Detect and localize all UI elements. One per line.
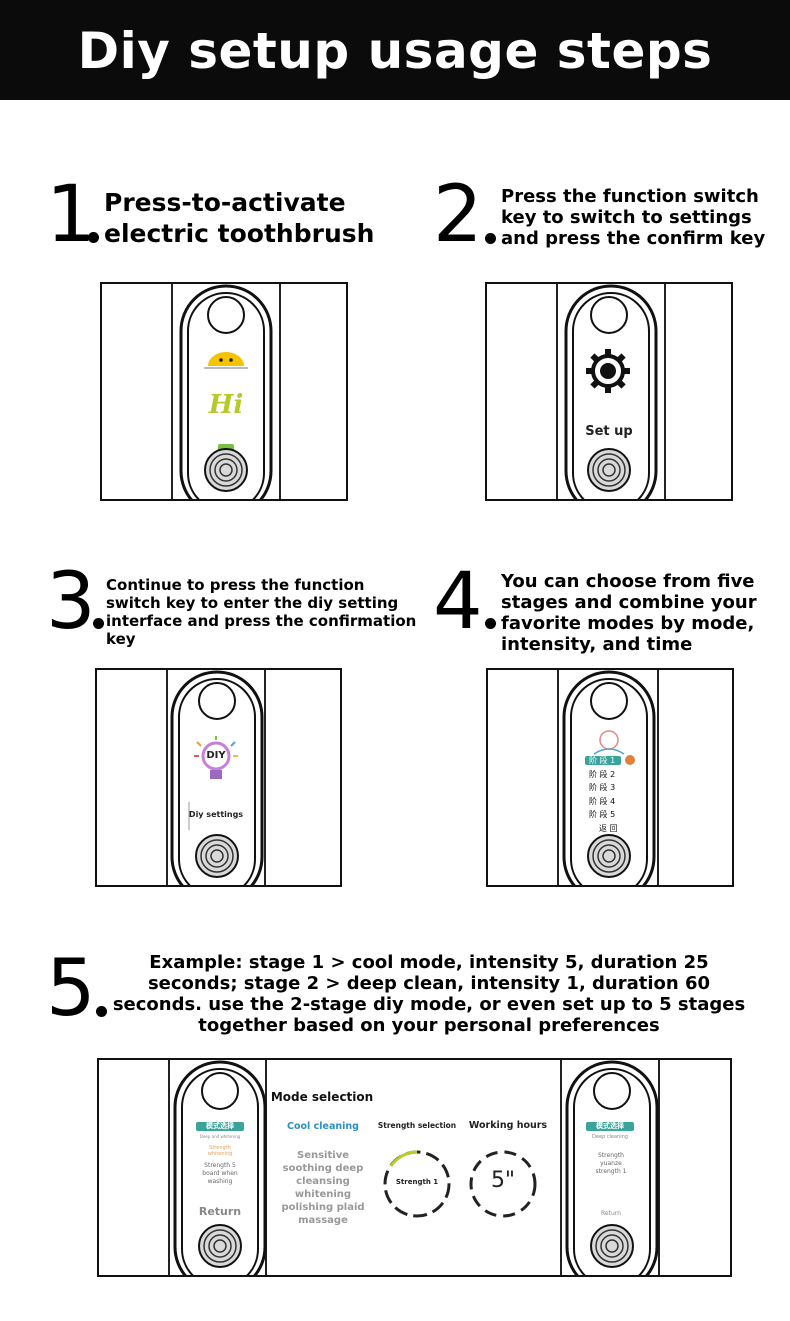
step-1-number: 1	[46, 170, 96, 260]
toothbrush-handle-illustration	[557, 670, 659, 885]
mode-list: Sensitive soothing deep cleansing whiten…	[277, 1149, 369, 1227]
stage-list: 阶 段 1 阶 段 2 阶 段 3 阶 段 4 阶 段 5 返 回	[586, 754, 636, 835]
step-2-number: 2	[433, 170, 483, 260]
strength-selection-title: Strength selection	[377, 1121, 457, 1130]
right-mode-sub: Deep cleaning	[592, 1134, 628, 1140]
step-5-number: 5	[46, 944, 96, 1034]
lightbulb-icon	[194, 736, 238, 779]
mode-option[interactable]: Sensitive	[297, 1150, 349, 1161]
mode-selection-title: Mode selection	[270, 1090, 374, 1104]
setup-label: Set up	[585, 424, 633, 439]
left-strength-text: Strength 5 board when washing	[202, 1162, 238, 1185]
header-banner: Diy setup usage steps	[0, 0, 790, 100]
left-return-button[interactable]: Return	[198, 1205, 242, 1218]
stage-back[interactable]: 返 回	[599, 823, 618, 833]
mode-example-illustration	[168, 1060, 660, 1275]
step-4-text: You can choose from five stages and comb…	[501, 571, 757, 655]
right-mode-header: 模式选择	[596, 1122, 624, 1130]
right-return-button[interactable]: Return	[601, 1210, 621, 1217]
mode-option[interactable]: massage	[298, 1215, 348, 1226]
stage-item-5[interactable]: 阶 段 5	[589, 810, 616, 819]
step-4-number: 4	[433, 557, 483, 647]
diy-badge: DIY	[206, 750, 226, 761]
working-hours-value[interactable]: 5"	[490, 1168, 516, 1193]
diy-settings-label: Diy settings	[188, 810, 244, 819]
mode-option[interactable]: polishing plaid	[281, 1202, 365, 1213]
panel-power-on: Hi	[100, 282, 348, 501]
left-mode-header: 模式选择	[206, 1122, 234, 1130]
gear-icon	[586, 349, 630, 393]
step-5-dot	[96, 1006, 107, 1017]
timer-dial	[469, 1150, 537, 1218]
strength-dial	[383, 1150, 451, 1218]
toothbrush-handle-illustration	[171, 284, 281, 499]
step-2-text: Press the function switch key to switch …	[501, 186, 766, 249]
strength-value[interactable]: Strength 1	[395, 1178, 439, 1186]
left-mode-sub: Deep and whitening	[199, 1134, 241, 1139]
step-2-dot	[485, 233, 496, 244]
toothbrush-handle-illustration	[556, 284, 666, 499]
panel-setup: Set up	[485, 282, 733, 501]
stage-item-1[interactable]: 阶 段 1	[589, 756, 616, 765]
step-3-text: Continue to press the function switch ke…	[106, 576, 417, 648]
step-3-number: 3	[46, 557, 96, 647]
mode-selected[interactable]: Cool cleaning	[287, 1121, 359, 1132]
panel-mode-example: 模式选择 Deep and whitening Strength whiteni…	[97, 1058, 732, 1277]
step-5-text: Example: stage 1 > cool mode, intensity …	[112, 952, 746, 1036]
step-3-dot	[93, 618, 104, 629]
step-4-dot	[485, 618, 496, 629]
mode-option[interactable]: soothing deep	[282, 1163, 364, 1174]
left-faint-text: Strength whitening	[207, 1145, 233, 1157]
step-1-text: Press-to-activate electric toothbrush	[104, 188, 375, 248]
mode-option[interactable]: cleansing	[296, 1176, 350, 1187]
panel-diy-settings: DIY Diy settings	[95, 668, 342, 887]
step-1-dot	[88, 232, 99, 243]
mode-option[interactable]: whitening	[294, 1189, 352, 1200]
toothbrush-handle-illustration	[166, 670, 266, 885]
working-hours-title: Working hours	[468, 1120, 548, 1131]
stage-item-4[interactable]: 阶 段 4	[589, 796, 616, 806]
panel-stage-list: 阶 段 1 阶 段 2 阶 段 3 阶 段 4 阶 段 5 返 回	[486, 668, 734, 887]
stage-item-2[interactable]: 阶 段 2	[589, 769, 616, 779]
right-strength-text: Strength yuanze strength 1	[595, 1152, 627, 1175]
stage-item-3[interactable]: 阶 段 3	[589, 783, 616, 792]
page-title: Diy setup usage steps	[77, 22, 713, 80]
hi-greeting-label: Hi	[208, 390, 244, 420]
